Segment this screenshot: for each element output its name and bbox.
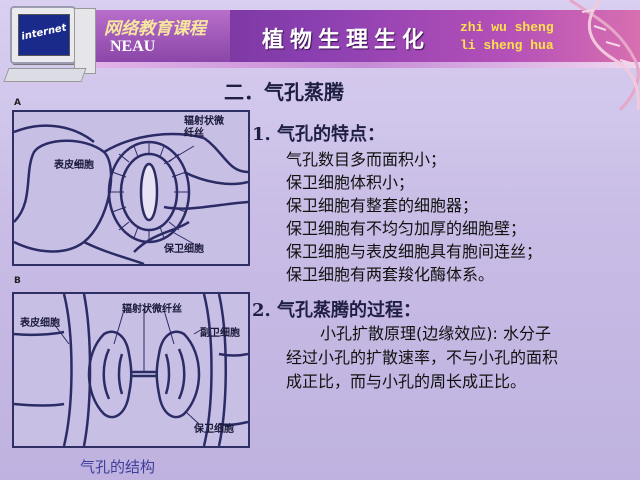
school-name: NEAU <box>110 38 156 55</box>
label-epidermal-cell-b: 表皮细胞 <box>20 318 60 329</box>
screen-text: internet <box>20 22 68 43</box>
header-banner: internet 网络教育课程 NEAU 植物生理生化 zhi wu sheng… <box>0 0 640 110</box>
paragraph-line-3: 成正比，而与小孔的周长成正比。 <box>286 372 527 391</box>
keyboard-shape <box>3 68 87 82</box>
stomata-top-view-svg <box>13 124 249 266</box>
monitor-screen: internet <box>18 14 70 56</box>
computer-icon: internet <box>3 2 100 88</box>
dna-helix-icon <box>569 0 640 110</box>
figure-b-letter: B <box>14 276 21 286</box>
header-underline <box>90 62 640 68</box>
label-subsidiary-cell-b: 副卫细胞 <box>200 328 240 339</box>
label-guard-cell-a: 保卫细胞 <box>164 244 204 255</box>
label-epidermal-cell-a: 表皮细胞 <box>54 160 94 171</box>
label-radial-fibers-a: 辐射状微纤丝 <box>184 116 224 139</box>
stomata-diagram-a: 辐射状微纤丝 表皮细胞 保卫细胞 <box>12 110 250 266</box>
figure-caption: 气孔的结构 <box>80 458 156 476</box>
feature-item: 保卫细胞有两套羧化酶体系。 <box>286 265 495 284</box>
feature-item: 保卫细胞有不均匀加厚的细胞壁； <box>286 219 527 238</box>
feature-item: 保卫细胞与表皮细胞具有胞间连丝； <box>286 242 543 261</box>
pinyin-line-2: li sheng hua <box>460 38 554 53</box>
monitor-shape: internet <box>10 6 76 64</box>
section-title: 二．气孔蒸腾 <box>224 80 344 104</box>
pc-tower-shape <box>74 8 96 74</box>
pinyin-line-1: zhi wu sheng <box>460 20 554 35</box>
feature-item: 气孔数目多而面积小； <box>286 150 447 169</box>
stomata-diagram-b: 辐射状微纤丝 表皮细胞 副卫细胞 保卫细胞 <box>12 292 250 448</box>
heading-stomata-features: 1. 气孔的特点： <box>252 124 386 145</box>
label-radial-fibers-b: 辐射状微纤丝 <box>122 304 182 315</box>
feature-item: 保卫细胞体积小； <box>286 173 415 192</box>
figure-a-letter: A <box>14 98 21 108</box>
slide-title: 植物生理生化 <box>262 28 431 53</box>
course-name: 网络教育课程 <box>104 19 206 39</box>
heading-transpiration-process: 2. 气孔蒸腾的过程： <box>252 300 422 321</box>
transpiration-paragraph: 小孔扩散原理(边缘效应): 水分子 经过小孔的扩散速率，不与小孔的面积 成正比，… <box>286 322 636 394</box>
paragraph-line-1: 小孔扩散原理(边缘效应): 水分子 <box>320 324 551 343</box>
feature-item: 保卫细胞有整套的细胞器； <box>286 196 479 215</box>
stomata-grass-type-svg <box>13 293 249 447</box>
paragraph-line-2: 经过小孔的扩散速率，不与小孔的面积 <box>286 348 559 367</box>
label-guard-cell-b: 保卫细胞 <box>194 424 234 435</box>
header-left-panel <box>90 10 230 62</box>
